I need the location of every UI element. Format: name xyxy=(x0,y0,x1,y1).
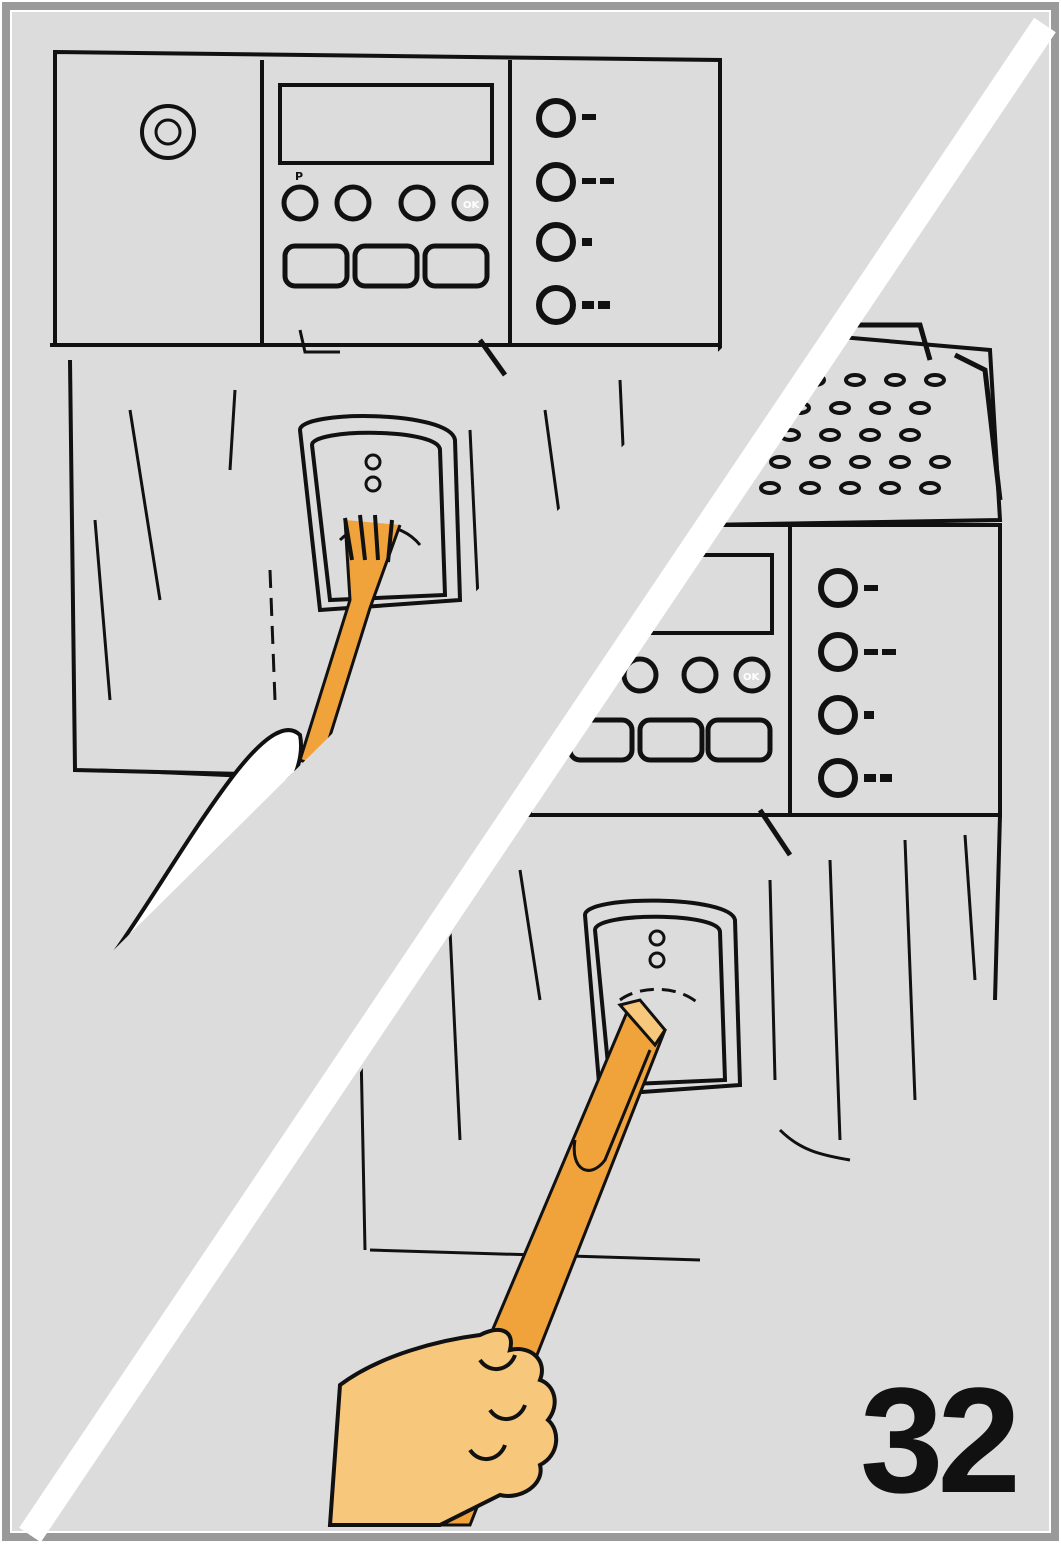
ok-button-label: OK xyxy=(463,200,481,211)
ok-button-label-2: OK xyxy=(743,672,761,683)
figure-number: 32 xyxy=(860,1370,1020,1510)
program-button-label: P xyxy=(295,170,303,183)
